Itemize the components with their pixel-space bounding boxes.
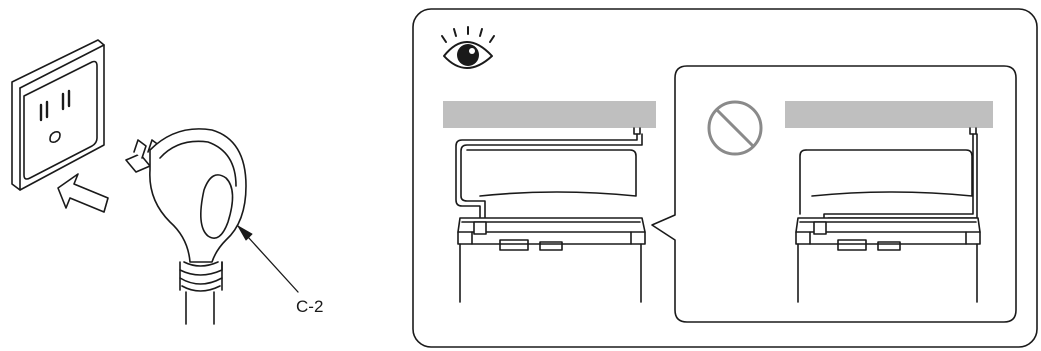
callout-label: C-2 — [296, 297, 323, 316]
power-plug — [125, 128, 247, 325]
shelf — [785, 101, 993, 128]
callout-arrowhead — [237, 225, 253, 241]
wrong-routing-view — [785, 101, 993, 303]
push-arrow-icon — [57, 173, 109, 213]
eye-icon — [441, 26, 495, 69]
correct-routing-view — [443, 101, 656, 303]
plug-insertion-illustration — [11, 39, 299, 325]
shelf — [443, 101, 656, 128]
cord-routing-panel — [412, 8, 1038, 348]
wall-outlet — [11, 39, 105, 191]
outer-frame — [412, 8, 1038, 348]
plug-grip — [200, 174, 234, 239]
prohibition-icon — [707, 100, 763, 156]
